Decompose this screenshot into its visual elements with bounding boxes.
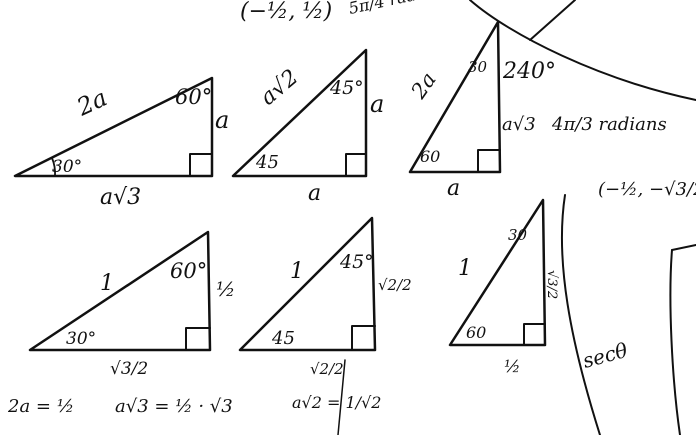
bottom-angle-label: 45 bbox=[255, 152, 279, 173]
bottom-divider bbox=[337, 359, 346, 435]
top-angle-label: 30 bbox=[468, 58, 488, 76]
vertical-side-label: √2/2 bbox=[378, 276, 412, 294]
coords-note: (−½, −√3/2) bbox=[598, 179, 696, 200]
header-angle: 5π/4 radians bbox=[347, 0, 451, 18]
base-label: a bbox=[308, 181, 321, 206]
top-angle-label: 45° bbox=[329, 77, 364, 99]
base-label: a bbox=[447, 176, 460, 201]
bottom-angle-label: 30° bbox=[66, 329, 96, 349]
circle-arc-lower bbox=[560, 194, 601, 435]
equation-3: a√2 = 1/√2 bbox=[292, 393, 381, 412]
unit-circle-arc bbox=[469, 0, 696, 101]
vertical-side-label: a bbox=[215, 106, 229, 134]
base-label: √3/2 bbox=[110, 359, 148, 379]
sec-theta-note: secθ bbox=[580, 338, 630, 373]
header-coords: (−½, ½) bbox=[240, 0, 332, 24]
triangle-30-60-90-top-right: 2a 30 240° a√3 60 a bbox=[406, 20, 556, 201]
top-angle-label: 60° bbox=[175, 85, 212, 109]
triangle-unit-60-30-90: 1 30 √3/2 60 ½ bbox=[448, 198, 559, 377]
equation-1: 2a = ½ bbox=[7, 396, 74, 417]
top-angle-label: 45° bbox=[339, 251, 374, 273]
vertical-side-label: ½ bbox=[216, 277, 235, 301]
right-box-top bbox=[671, 244, 696, 251]
vertical-side-label: a√3 bbox=[502, 114, 536, 135]
top-angle-label: 60° bbox=[170, 259, 207, 283]
top-angle-label: 30 bbox=[508, 226, 528, 244]
hyp-label: 1 bbox=[458, 256, 472, 281]
right-box-edge bbox=[669, 249, 681, 435]
vertical-side-label: √3/2 bbox=[544, 270, 559, 299]
base-label: a√3 bbox=[100, 185, 141, 210]
hyp-label: 2a bbox=[72, 84, 112, 122]
exterior-angle-label: 240° bbox=[502, 59, 556, 84]
radians-note: 4π/3 radians bbox=[551, 114, 667, 135]
bottom-angle-label: 60 bbox=[466, 323, 486, 342]
hyp-label: 1 bbox=[100, 271, 114, 296]
hyp-label: a√2 bbox=[256, 65, 304, 111]
triangle-unit-30-60-90: 1 60° ½ 30° √3/2 bbox=[28, 230, 235, 379]
triangle-45-45-90-top-middle: a√2 45° a 45 a bbox=[231, 48, 384, 206]
bottom-angle-label: 45 bbox=[271, 328, 295, 349]
hyp-label: 1 bbox=[290, 259, 304, 284]
triangle-unit-45-45-90: 1 45° √2/2 45 √2/2 bbox=[238, 216, 412, 378]
hyp-label: 2a bbox=[406, 68, 441, 104]
equation-2: a√3 = ½ · √3 bbox=[115, 396, 233, 417]
base-label: ½ bbox=[504, 357, 520, 377]
base-label: √2/2 bbox=[310, 360, 344, 378]
triangle-30-60-90-top-left: 2a 60° a 30° a√3 bbox=[13, 76, 229, 210]
vertical-side-label: a bbox=[370, 90, 384, 118]
bottom-angle-label: 30° bbox=[52, 157, 82, 177]
circle-radius-line bbox=[529, 0, 576, 41]
bottom-angle-label: 60 bbox=[420, 147, 440, 166]
